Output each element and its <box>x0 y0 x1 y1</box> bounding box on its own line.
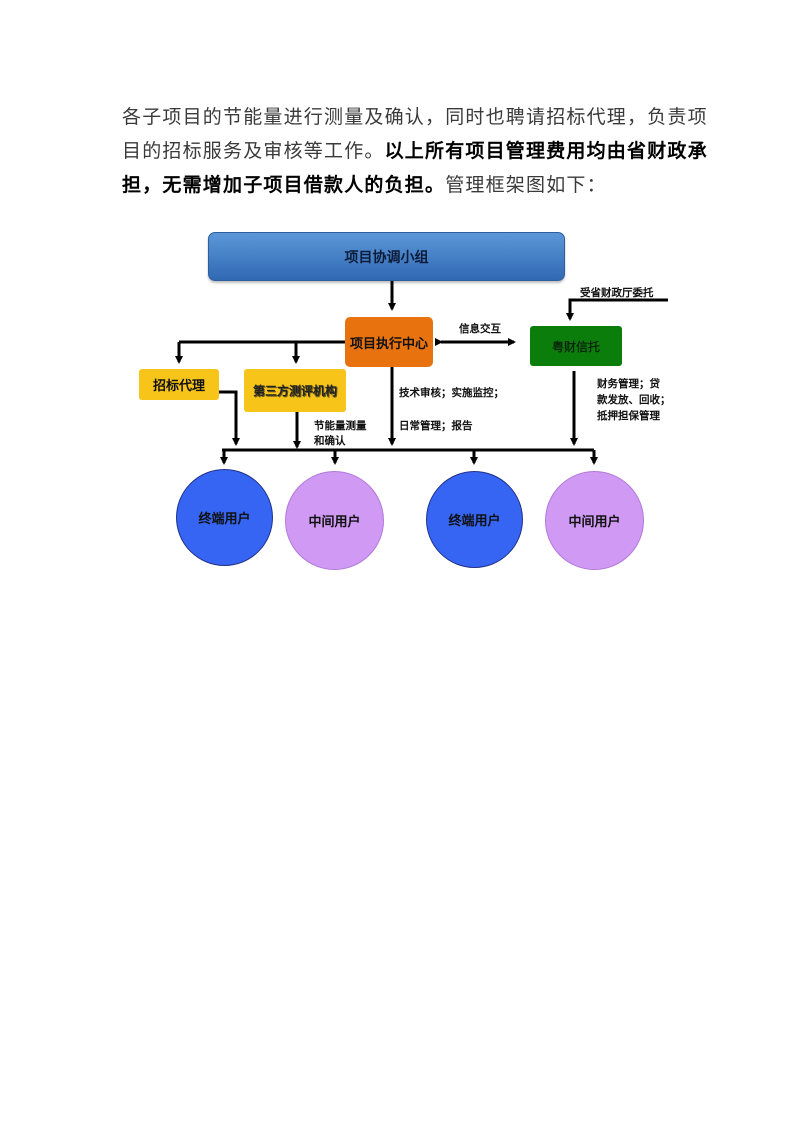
paragraph-line-3-bold: 担，无需增加子项目借款人的负担。 <box>122 174 446 196</box>
third-party-box: 第三方测评机构 <box>244 369 346 412</box>
paragraph-line-2-bold: 以上所有项目管理费用均由省财政承 <box>384 140 708 162</box>
end-user-1-node: 终端用户 <box>176 469 273 566</box>
body-paragraph: 各子项目的节能量进行测量及确认，同时也聘请招标代理，负责项 目的招标服务及审核等… <box>122 100 708 202</box>
paragraph-line-2: 目的招标服务及审核等工作。以上所有项目管理费用均由省财政承 <box>122 134 707 168</box>
entrusted-label: 受省财政厅委托 <box>580 287 654 299</box>
provincial-trust-box: 粤财信托 <box>530 326 622 366</box>
energy-measure-label-1: 节能量测量 <box>314 420 367 432</box>
finance-label-3: 抵押担保管理 <box>597 410 660 422</box>
paragraph-line-1: 各子项目的节能量进行测量及确认，同时也聘请招标代理，负责项 <box>122 106 708 128</box>
coordination-group-box: 项目协调小组 <box>208 232 565 281</box>
middle-user-1-node: 中间用户 <box>285 471 384 570</box>
end-user-2-node: 终端用户 <box>426 471 523 568</box>
arrow-entrusted-to-trust <box>566 298 668 321</box>
info-exchange-label: 信息交互 <box>459 323 501 335</box>
paragraph-line-3: 担，无需增加子项目借款人的负担。管理框架图如下： <box>122 168 670 202</box>
tech-review-label: 技术审核；实施监控； <box>399 387 504 399</box>
finance-label-2: 款发放、回收； <box>597 394 671 406</box>
arrow-bidding-to-users <box>219 390 240 446</box>
middle-user-2-node: 中间用户 <box>545 471 644 570</box>
finance-label-1: 财务管理；贷 <box>597 378 660 390</box>
execution-center-box: 项目执行中心 <box>345 317 433 367</box>
energy-measure-label-2: 和确认 <box>314 435 346 447</box>
paragraph-line-2-plain: 目的招标服务及审核等工作。 <box>122 140 385 162</box>
paragraph-line-3-plain: 管理框架图如下： <box>445 174 607 196</box>
daily-mgmt-label: 日常管理；报告 <box>399 420 473 432</box>
bidding-agent-box: 招标代理 <box>139 369 219 400</box>
